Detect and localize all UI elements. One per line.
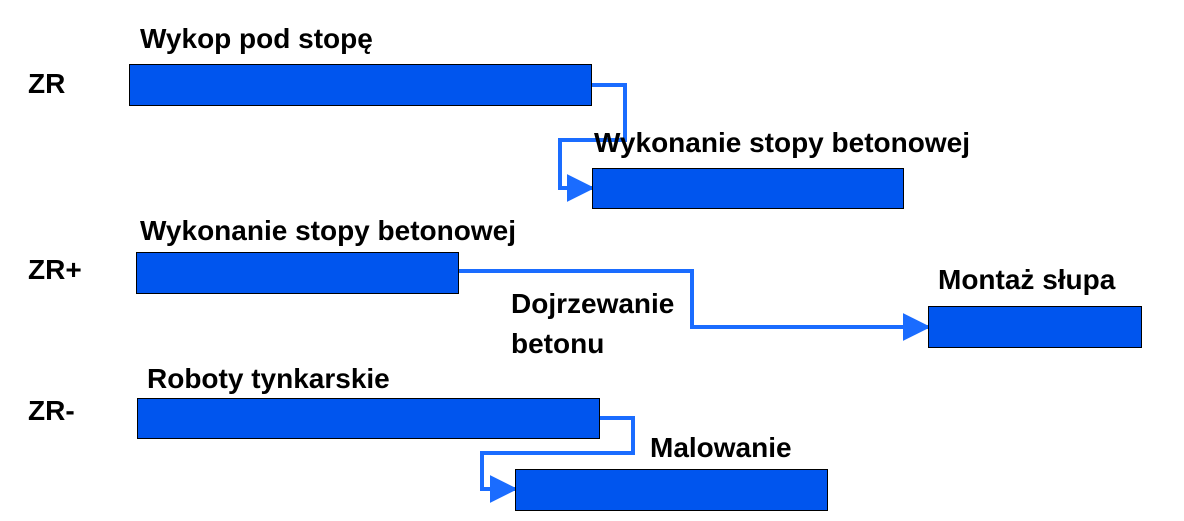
zr-plus-task-b-label: Montaż słupa — [938, 264, 1116, 295]
zr-task-a-label: Wykop pod stopę — [140, 23, 373, 54]
zr-minus-task-b-label: Malowanie — [650, 432, 792, 463]
zr-minus-task-b-bar — [515, 469, 828, 511]
zr-minus-task-a-bar — [137, 398, 600, 439]
zr-plus-code-label: ZR+ — [28, 254, 82, 285]
zr-plus-lag-label-line2: betonu — [511, 328, 605, 359]
zr-plus-task-a-label: Wykonanie stopy betonowej — [140, 215, 516, 246]
zr-task-b-label: Wykonanie stopy betonowej — [594, 127, 970, 158]
zr-minus-link-arrow — [480, 416, 635, 503]
zr-task-b-bar — [592, 168, 904, 209]
zr-code-label: ZR — [28, 68, 66, 99]
zr-plus-task-b-bar — [928, 306, 1142, 348]
zr-plus-lag-label-line1: Dojrzewanie — [511, 288, 675, 319]
zr-minus-code-label: ZR- — [28, 395, 75, 426]
zr-minus-task-a-label: Roboty tynkarskie — [147, 363, 390, 394]
zr-link-arrow — [558, 83, 627, 202]
zr-plus-task-a-bar — [136, 252, 459, 294]
zr-task-a-bar — [129, 64, 592, 106]
zr-plus-link-arrow — [459, 269, 931, 341]
